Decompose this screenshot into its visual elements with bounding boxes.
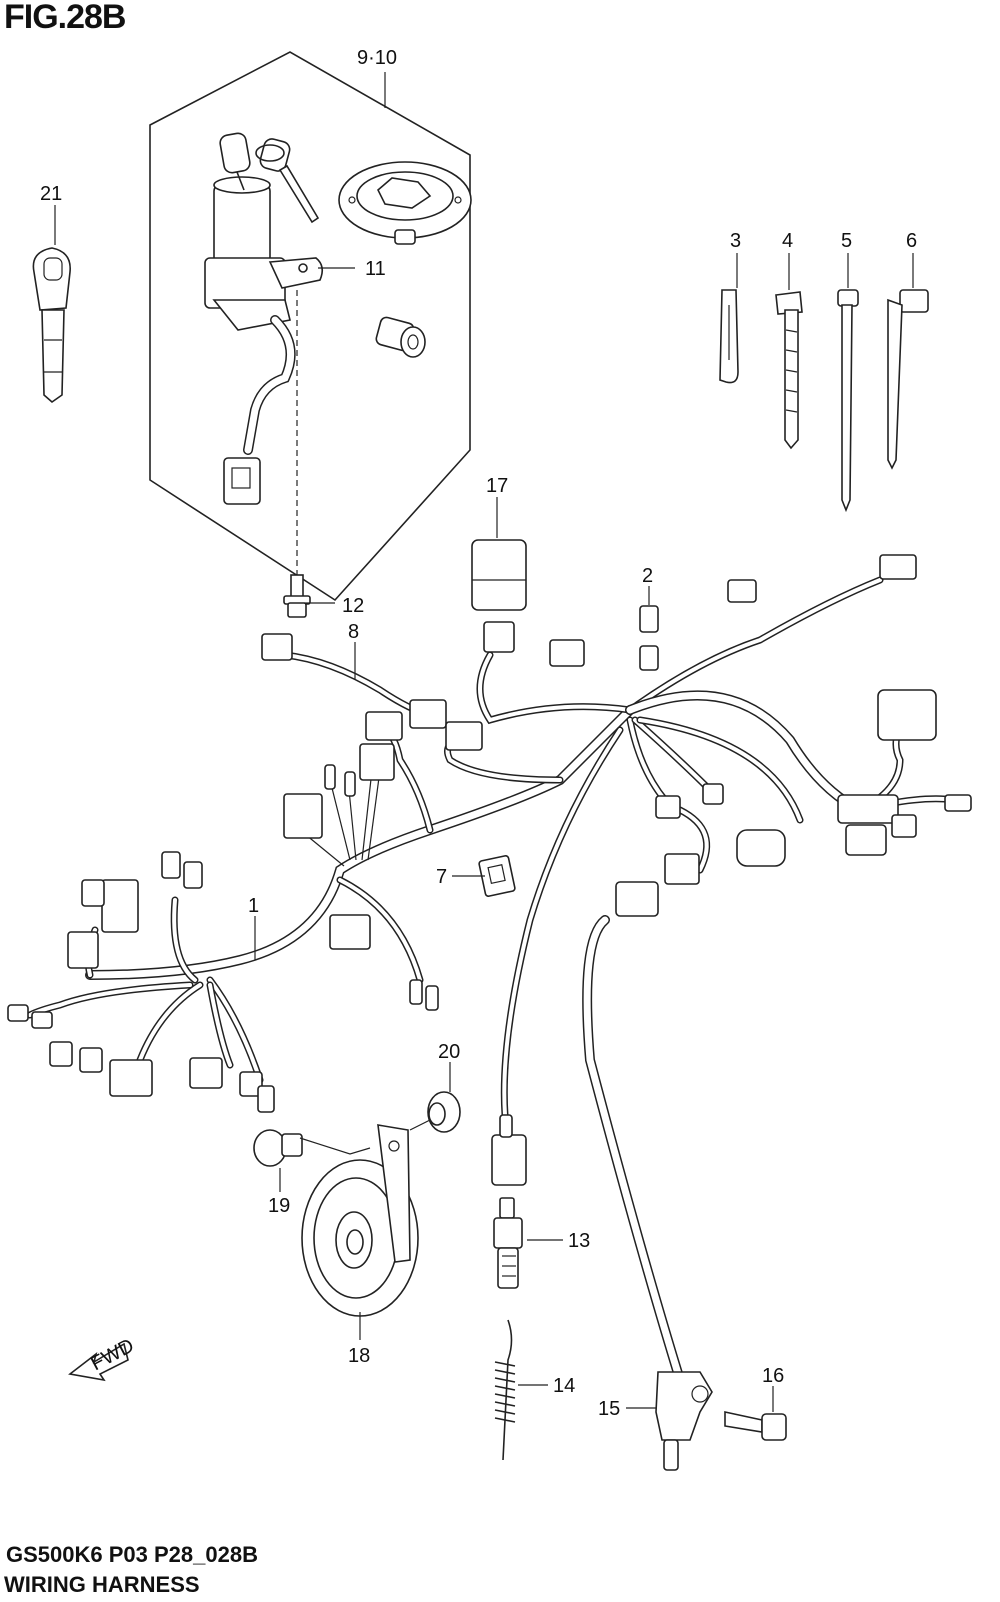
figure-name: WIRING HARNESS — [4, 1572, 200, 1597]
callout-7: 7 — [436, 866, 447, 888]
callout-21: 21 — [40, 183, 62, 205]
nut-20 — [427, 1091, 461, 1133]
callout-17: 17 — [486, 475, 508, 497]
callout-18: 18 — [348, 1345, 370, 1367]
callout-2: 2 — [642, 565, 653, 587]
fwd-arrow-icon — [68, 1342, 129, 1382]
callout-1: 1 — [248, 895, 259, 917]
bolt-19 — [253, 1129, 303, 1167]
horn-18 — [301, 1124, 419, 1317]
callout-13: 13 — [568, 1230, 590, 1252]
ignition-keys — [219, 132, 320, 224]
ignition-cable — [223, 315, 296, 505]
callout-15: 15 — [598, 1398, 620, 1420]
spring-14 — [494, 1319, 516, 1461]
callout-6: 6 — [906, 230, 917, 252]
model-code: GS500K6 P03 P28_028B — [6, 1542, 258, 1567]
callout-5: 5 — [841, 230, 852, 252]
harness-connectors — [7, 554, 972, 1113]
callout-12: 12 — [342, 595, 364, 617]
clamp-7 — [478, 855, 516, 897]
switch-13 — [491, 1114, 527, 1289]
callout-4: 4 — [782, 230, 793, 252]
callout-20: 20 — [438, 1041, 460, 1063]
clamp-3 — [719, 289, 739, 384]
bolt-16 — [724, 1411, 787, 1441]
callout-19: 19 — [268, 1195, 290, 1217]
figure-title: FIG.28B — [4, 0, 126, 36]
relay-17 — [471, 539, 527, 653]
fwd-label: FWD — [87, 1335, 138, 1376]
clamp-4 — [775, 291, 803, 450]
key-21 — [32, 247, 71, 404]
callout-8: 8 — [348, 621, 359, 643]
callout-9-10: 9·10 — [357, 47, 397, 69]
clamp-6 — [887, 289, 929, 470]
callout-14: 14 — [553, 1375, 575, 1397]
ignition-lock-set-box — [149, 51, 471, 602]
screw-12 — [283, 574, 311, 618]
callout-11: 11 — [365, 258, 386, 280]
main-harness — [26, 576, 959, 1385]
seat-lock-cylinder — [375, 316, 426, 358]
side-stand-switch-15 — [655, 1371, 713, 1471]
leader-lines — [54, 205, 914, 1412]
callout-3: 3 — [730, 230, 741, 252]
callout-16: 16 — [762, 1365, 784, 1387]
fuel-cap — [338, 161, 472, 245]
clamp-5 — [837, 289, 859, 513]
